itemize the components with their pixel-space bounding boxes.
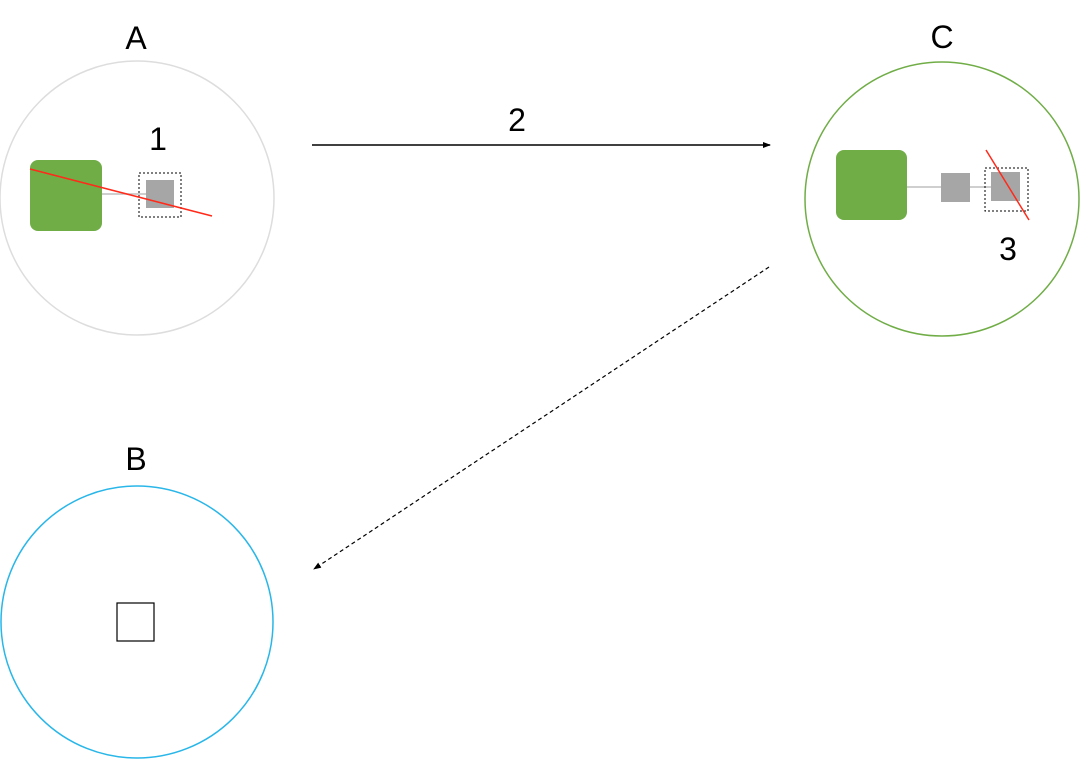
node-b-label: B [125,441,146,477]
node-c-gray-block-middle [941,173,970,202]
node-c-ring [804,61,1080,337]
node-b-empty-box [116,602,155,642]
node-a-selection-box [138,172,182,218]
node-a-cut-line [29,168,213,217]
node-c-selection-box [984,167,1029,212]
node-a-gray-block [146,180,174,208]
node-a-green-block [30,160,102,231]
transition-arrow-a-to-c: 2 [312,102,771,148]
node-c: C 3 [804,19,1080,337]
node-c-green-block [836,150,907,220]
node-a-label: A [125,20,147,56]
node-c-gray-block-end [991,172,1020,201]
step-3-label: 3 [999,231,1017,267]
step-1-label: 1 [149,121,167,157]
step-2-label: 2 [508,102,526,138]
node-c-cut-line [985,149,1030,221]
node-a: A 1 [0,20,275,336]
node-b: B [0,441,274,759]
node-b-ring [0,485,274,759]
node-a-ring [0,60,275,336]
node-c-label: C [930,19,953,55]
transition-arrow-c-to-b [313,266,770,570]
